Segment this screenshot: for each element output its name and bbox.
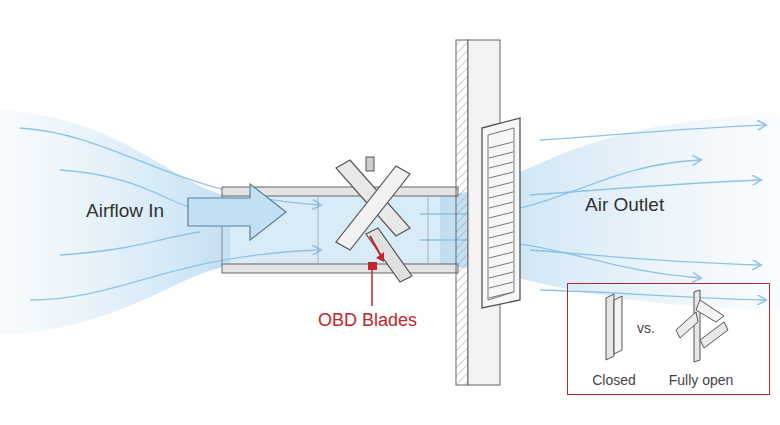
inlet-label: Airflow In xyxy=(86,200,164,222)
comparison-inset: Closed vs. Fully open xyxy=(567,283,770,395)
inset-caption: Fully open xyxy=(669,372,734,388)
grille-louvres xyxy=(489,142,513,298)
outlet-grille xyxy=(482,118,520,308)
inlet-arrow xyxy=(188,184,286,240)
wall-hatch xyxy=(456,40,468,385)
obd-blades xyxy=(336,157,412,306)
outlet-label: Air Outlet xyxy=(585,194,664,216)
inset-caption: vs. xyxy=(637,320,655,336)
part-label: OBD Blades xyxy=(318,310,417,331)
open-blade-icon xyxy=(676,290,728,362)
duct-bottom-plate xyxy=(222,264,458,273)
leader-line xyxy=(371,270,373,306)
closed-blade-icon xyxy=(606,294,622,360)
airflow-band xyxy=(440,115,780,310)
inset-caption: Closed xyxy=(592,372,636,388)
flow-lines xyxy=(20,125,765,300)
